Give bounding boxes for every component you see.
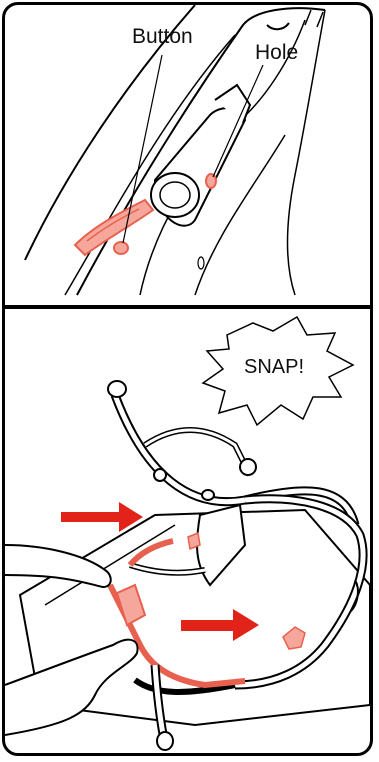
button-label: Button — [132, 25, 193, 48]
illustration-canvas: Button Hole SNAP! — [5, 5, 373, 756]
instruction-card: Button Hole SNAP! — [2, 2, 373, 756]
bottom-panel: SNAP! — [5, 317, 370, 750]
hole-label: Hole — [255, 41, 298, 64]
button-slot — [75, 200, 153, 255]
arrow-left — [61, 502, 143, 532]
snap-text: SNAP! — [244, 356, 304, 378]
button-dot — [114, 242, 128, 254]
snap-callout: SNAP! — [203, 317, 353, 425]
tube-connector — [151, 85, 250, 226]
top-panel: Button Hole — [25, 5, 325, 295]
hole-marker — [206, 174, 216, 188]
